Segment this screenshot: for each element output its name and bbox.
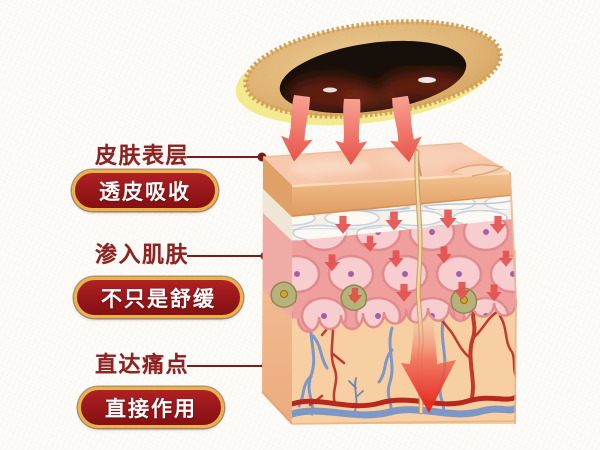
big-penetration-arrow-icon [401,316,456,413]
badge-direct-action: 直接作用 [78,387,224,428]
skin-cube-illustration [261,142,518,425]
badge-transdermal-absorption: 透皮吸收 [72,170,218,211]
badge-not-just-soothing: 不只是舒缓 [74,277,243,318]
label-penetrate-skin: 渗入肌肤 [95,243,190,268]
label-reach-pain-point: 直达痛点 [95,353,190,378]
label-skin-surface-layer: 皮肤表层 [95,144,190,169]
plaster-patch-illustration [235,19,503,126]
